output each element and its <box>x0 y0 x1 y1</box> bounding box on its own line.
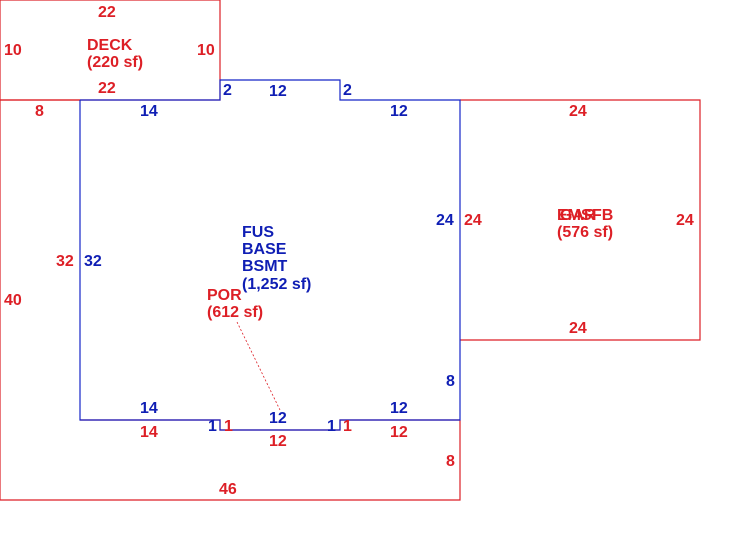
dim-house-bottom-left-blue: 14 <box>140 400 158 417</box>
dim-garage-bottom: 24 <box>569 320 587 337</box>
garage-name-overlap-b: FB <box>592 207 613 224</box>
garage-name-prefix: GAR <box>560 207 596 224</box>
dim-bnotch-bottom-red: 12 <box>269 433 287 450</box>
porch-outline <box>0 100 461 501</box>
dim-porch-left: 40 <box>4 292 22 309</box>
dim-porch-right-lower: 8 <box>446 453 455 470</box>
dim-porch-bottom: 46 <box>219 481 237 498</box>
house-label-bsmt: BSMT <box>242 258 288 275</box>
dim-bnotch-right-red: 1 <box>343 418 352 435</box>
dim-house-notch-right: 2 <box>343 82 352 99</box>
deck-name: DECK <box>87 37 133 54</box>
dim-house-right-lower: 8 <box>446 373 455 390</box>
dim-house-top-right: 12 <box>390 103 408 120</box>
dim-house-bottom-left-red: 14 <box>140 424 158 441</box>
dim-bnotch-bottom-blue: 12 <box>269 410 287 427</box>
dim-bnotch-left-blue: 1 <box>208 418 217 435</box>
deck-area: (220 sf) <box>87 54 143 71</box>
house-label-base: BASE <box>242 241 287 258</box>
dim-deck-left: 10 <box>4 42 22 59</box>
dim-deck-right: 10 <box>197 42 215 59</box>
house-area: (1,252 sf) <box>242 276 311 293</box>
dim-house-notch-top: 12 <box>269 83 287 100</box>
porch-leader-line <box>236 321 281 411</box>
dim-house-bottom-right-blue: 12 <box>390 400 408 417</box>
dim-house-bottom-right-red: 12 <box>390 424 408 441</box>
dim-house-top-left: 14 <box>140 103 158 120</box>
dim-bnotch-left-red: 1 <box>224 418 233 435</box>
garage-area: (576 sf) <box>557 224 613 241</box>
dim-house-left-blue: 32 <box>84 253 102 270</box>
dim-garage-top: 24 <box>569 103 587 120</box>
garage-name-overlap-a: EMS <box>557 207 592 224</box>
dim-house-notch-left: 2 <box>223 82 232 99</box>
porch-area: (612 sf) <box>207 304 263 321</box>
dim-house-right-blue: 24 <box>436 212 454 229</box>
dim-deck-bottom: 22 <box>98 80 116 97</box>
dim-garage-right: 24 <box>676 212 694 229</box>
house-label-fus: FUS <box>242 224 274 241</box>
dim-deck-top: 22 <box>98 4 116 21</box>
dim-house-left-red: 32 <box>56 253 74 270</box>
dim-bnotch-right-blue: 1 <box>327 418 336 435</box>
porch-name: POR <box>207 287 242 304</box>
dim-house-right-red: 24 <box>464 212 482 229</box>
garage-outline <box>460 99 701 341</box>
house-outline <box>79 79 461 431</box>
dim-porch-top-left: 8 <box>35 103 44 120</box>
